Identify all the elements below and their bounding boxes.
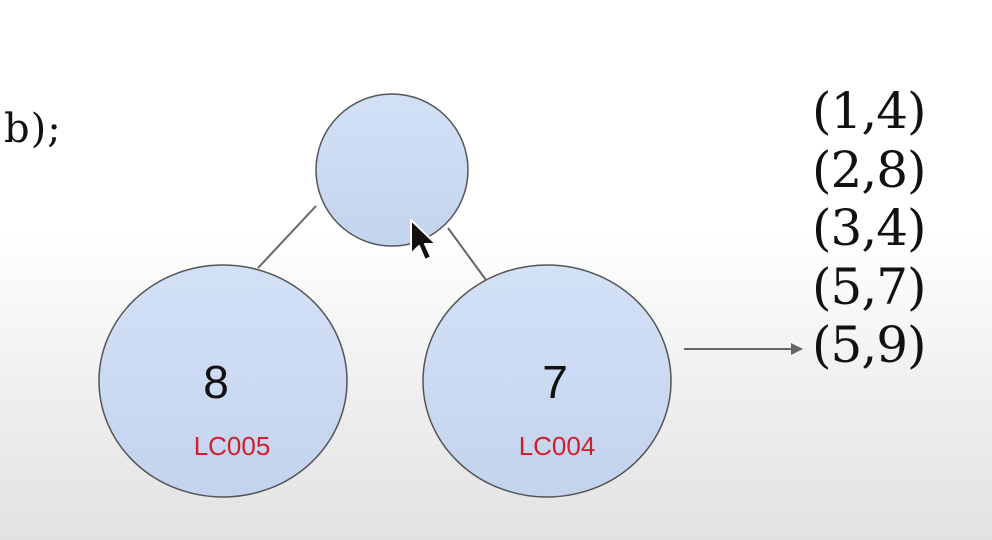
pair-item: (3,4) xyxy=(812,199,927,257)
left-child-node: 8 LC005 xyxy=(98,264,348,498)
right-child-id-label: LC004 xyxy=(519,431,596,461)
right-child-value: 7 xyxy=(542,356,568,408)
root-node xyxy=(315,93,469,247)
pair-item: (1,4) xyxy=(812,82,927,140)
edge-root-right xyxy=(447,227,487,281)
right-child-node: 7 LC004 xyxy=(422,264,672,498)
left-child-value: 8 xyxy=(203,356,229,408)
edge-root-left xyxy=(257,205,317,269)
pair-item: (5,9) xyxy=(812,316,927,374)
pair-item: (5,7) xyxy=(812,257,927,316)
pair-item: (2,8) xyxy=(812,140,927,199)
coordinate-pair-list: (1,4) (2,8) (3,4) (5,7) (5,9) xyxy=(812,82,927,375)
mouse-pointer-icon xyxy=(410,219,437,261)
left-child-id-label: LC005 xyxy=(194,431,271,461)
code-fragment: b); xyxy=(4,106,62,152)
